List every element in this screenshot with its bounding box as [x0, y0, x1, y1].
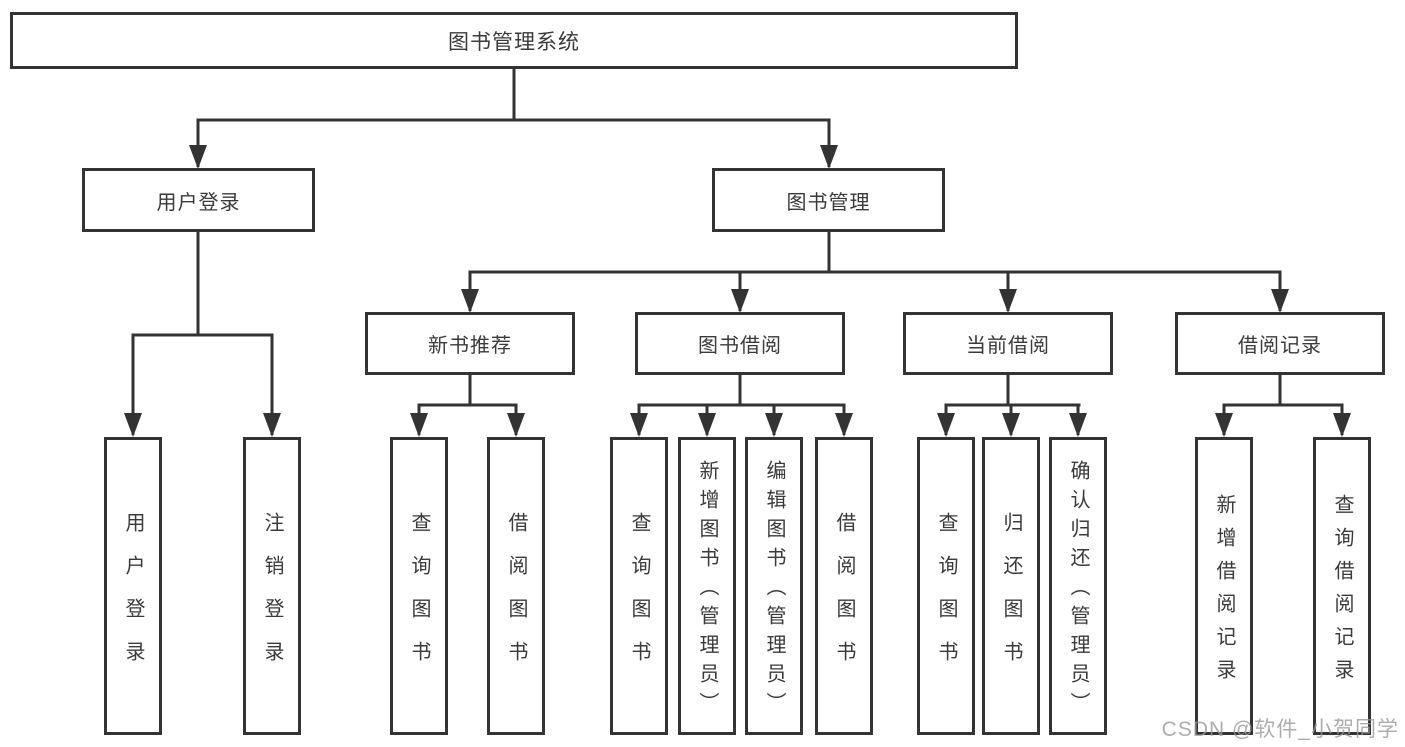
leaf-label: 确认归还（管理员） — [1067, 460, 1089, 721]
leaf-label: 新增图书（管理员） — [696, 460, 718, 721]
leaf-edit-books-admin: 编辑图书（管理员） — [745, 437, 803, 735]
leaf-label: 查询图书 — [935, 511, 957, 684]
node-library-management-system: 图书管理系统 — [10, 12, 1018, 69]
leaf-add-books-admin: 新增图书（管理员） — [678, 437, 736, 735]
leaf-user-login: 用户登录 — [104, 437, 162, 735]
leaf-label: 编辑图书（管理员） — [763, 460, 785, 721]
leaf-query-books-borrow: 查询图书 — [610, 437, 668, 735]
leaf-return-books: 归还图书 — [982, 437, 1040, 735]
leaf-query-borrow-record: 查询借阅记录 — [1313, 437, 1371, 735]
leaf-borrow-books-recommend: 借阅图书 — [487, 437, 545, 735]
leaf-label: 查询图书 — [628, 511, 650, 684]
leaf-add-borrow-record: 新增借阅记录 — [1195, 437, 1253, 735]
leaf-label: 新增借阅记录 — [1213, 493, 1235, 692]
leaf-confirm-return-admin: 确认归还（管理员） — [1049, 437, 1107, 735]
leaf-borrow-books: 借阅图书 — [815, 437, 873, 735]
leaf-label: 用户登录 — [122, 511, 144, 684]
node-new-book-recommendation: 新书推荐 — [365, 312, 575, 375]
leaf-label: 注销登录 — [261, 511, 283, 684]
node-book-management: 图书管理 — [712, 168, 945, 232]
leaf-label: 归还图书 — [1000, 511, 1022, 684]
leaf-label: 查询图书 — [408, 511, 430, 684]
node-borrowing-records: 借阅记录 — [1175, 312, 1385, 375]
node-book-borrowing: 图书借阅 — [635, 312, 845, 375]
node-user-login: 用户登录 — [82, 168, 315, 232]
leaf-query-books-current: 查询图书 — [917, 437, 975, 735]
leaf-label: 查询借阅记录 — [1331, 493, 1353, 692]
leaf-label: 借阅图书 — [833, 511, 855, 684]
leaf-query-books-recommend: 查询图书 — [390, 437, 448, 735]
csdn-watermark: CSDN @软件_小贺同学 — [1161, 718, 1399, 741]
leaf-label: 借阅图书 — [505, 511, 527, 684]
node-current-borrowing: 当前借阅 — [903, 312, 1113, 375]
leaf-logout: 注销登录 — [243, 437, 301, 735]
